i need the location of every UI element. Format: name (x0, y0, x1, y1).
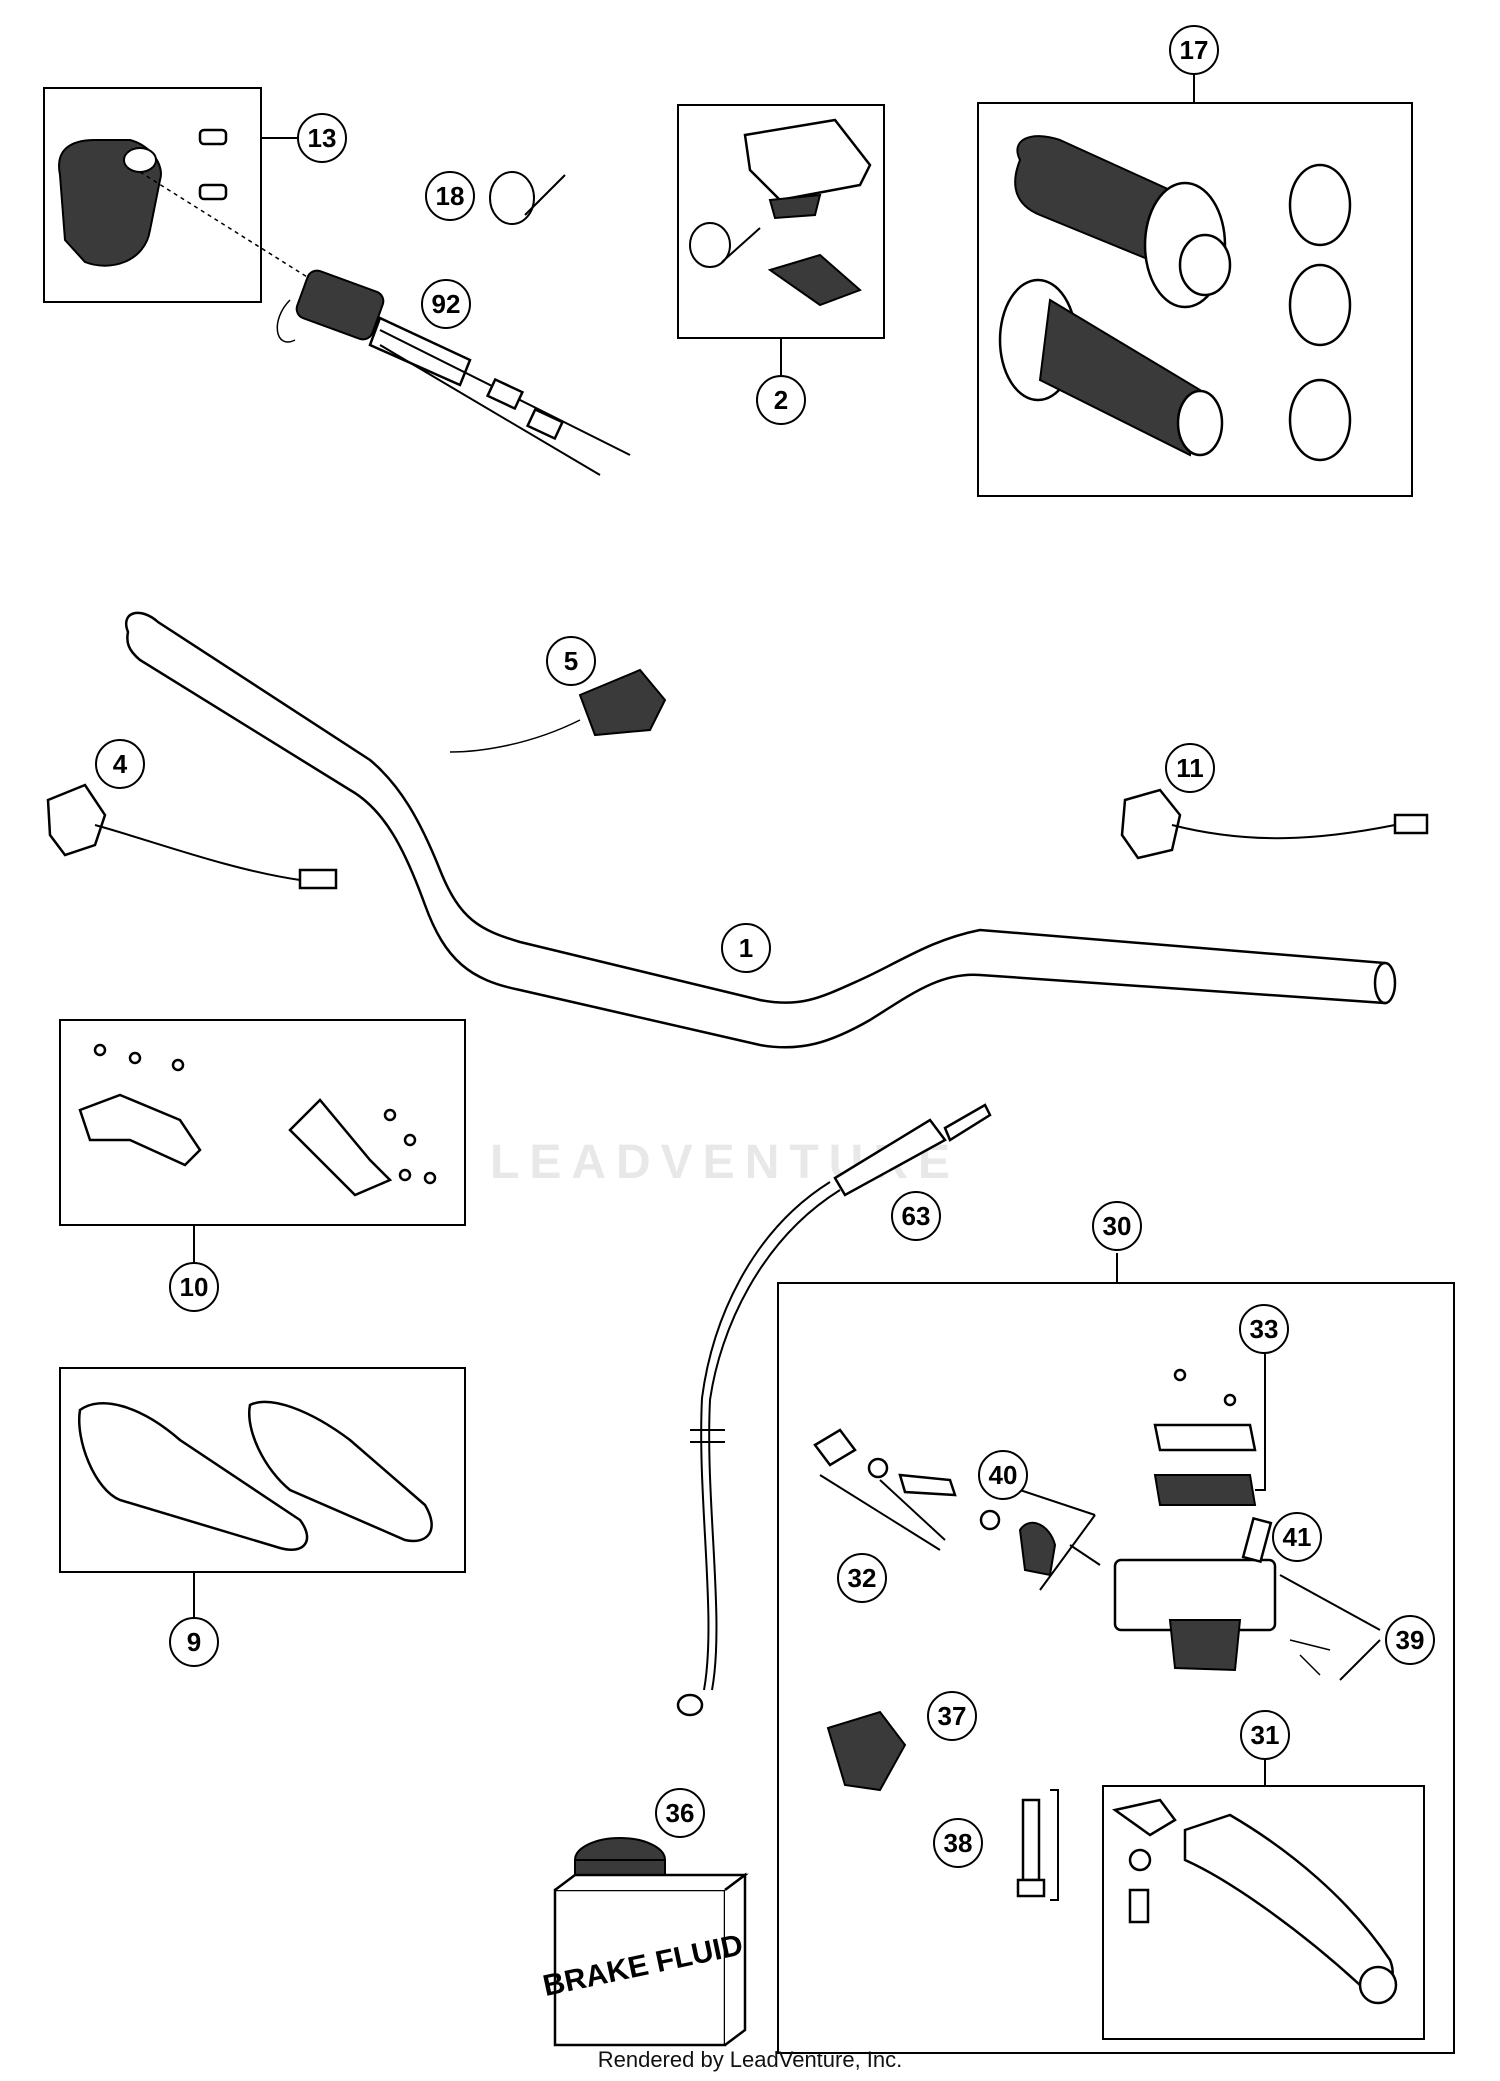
svg-text:4: 4 (113, 749, 128, 779)
svg-text:5: 5 (564, 646, 578, 676)
svg-text:63: 63 (902, 1201, 931, 1231)
svg-text:13: 13 (308, 123, 337, 153)
callout-2: 2 (756, 375, 806, 425)
throttle-assembly-92 (276, 269, 631, 476)
handguard-mounts-10 (78, 1043, 437, 1197)
svg-text:17: 17 (1180, 35, 1209, 65)
handguards-9 (77, 1400, 433, 1551)
box-13 (43, 87, 262, 303)
svg-text:2: 2 (774, 385, 788, 415)
handlebar (125, 611, 1397, 1049)
svg-text:18: 18 (436, 181, 465, 211)
callout-92: 92 (421, 279, 471, 329)
box-31 (1102, 1785, 1425, 2040)
callout-13: 13 (297, 113, 347, 163)
callout-33: 33 (1239, 1304, 1289, 1354)
callout-17: 17 (1169, 25, 1219, 75)
brake-fluid-bottle-36: BRAKE FLUID (540, 1837, 749, 2047)
svg-text:41: 41 (1283, 1522, 1312, 1552)
svg-text:37: 37 (938, 1701, 967, 1731)
callout-5: 5 (546, 636, 596, 686)
svg-text:40: 40 (989, 1460, 1018, 1490)
switch-2 (689, 118, 872, 307)
svg-text:30: 30 (1103, 1211, 1132, 1241)
callout-40: 40 (978, 1450, 1028, 1500)
callout-31: 31 (1240, 1710, 1290, 1760)
svg-text:39: 39 (1396, 1625, 1425, 1655)
svg-text:36: 36 (666, 1798, 695, 1828)
callout-18: 18 (425, 171, 475, 221)
box-10 (59, 1019, 466, 1226)
svg-text:38: 38 (944, 1828, 973, 1858)
svg-text:31: 31 (1251, 1720, 1280, 1750)
callout-39: 39 (1385, 1615, 1435, 1665)
footer-credit: Rendered by LeadVenture, Inc. (597, 2047, 903, 2072)
callout-37: 37 (927, 1691, 977, 1741)
callout-36: 36 (655, 1788, 705, 1838)
callout-41: 41 (1272, 1512, 1322, 1562)
box-9 (59, 1367, 466, 1573)
callout-30: 30 (1092, 1201, 1142, 1251)
grips-17 (998, 135, 1352, 462)
master-cylinder-30 (813, 1349, 1398, 2005)
callout-63: 63 (891, 1191, 941, 1241)
switch-housing-13 (58, 128, 321, 286)
callout-11: 11 (1165, 743, 1215, 793)
svg-text:10: 10 (180, 1272, 209, 1302)
svg-text:9: 9 (187, 1627, 201, 1657)
callout-1: 1 (721, 923, 771, 973)
callout-4: 4 (95, 739, 145, 789)
hydraulic-line-63 (676, 1103, 992, 1717)
callout-9: 9 (169, 1617, 219, 1667)
svg-text:11: 11 (1176, 753, 1204, 783)
callout-10: 10 (169, 1262, 219, 1312)
callout-38: 38 (933, 1818, 983, 1868)
svg-text:1: 1 (739, 933, 753, 963)
switch-11 (1120, 788, 1429, 860)
svg-text:32: 32 (848, 1563, 877, 1593)
svg-text:92: 92 (432, 289, 461, 319)
switch-4 (46, 783, 338, 890)
cable-tie-18 (489, 171, 566, 225)
callout-32: 32 (837, 1553, 887, 1603)
svg-text:33: 33 (1250, 1314, 1279, 1344)
switch-5 (449, 668, 667, 753)
